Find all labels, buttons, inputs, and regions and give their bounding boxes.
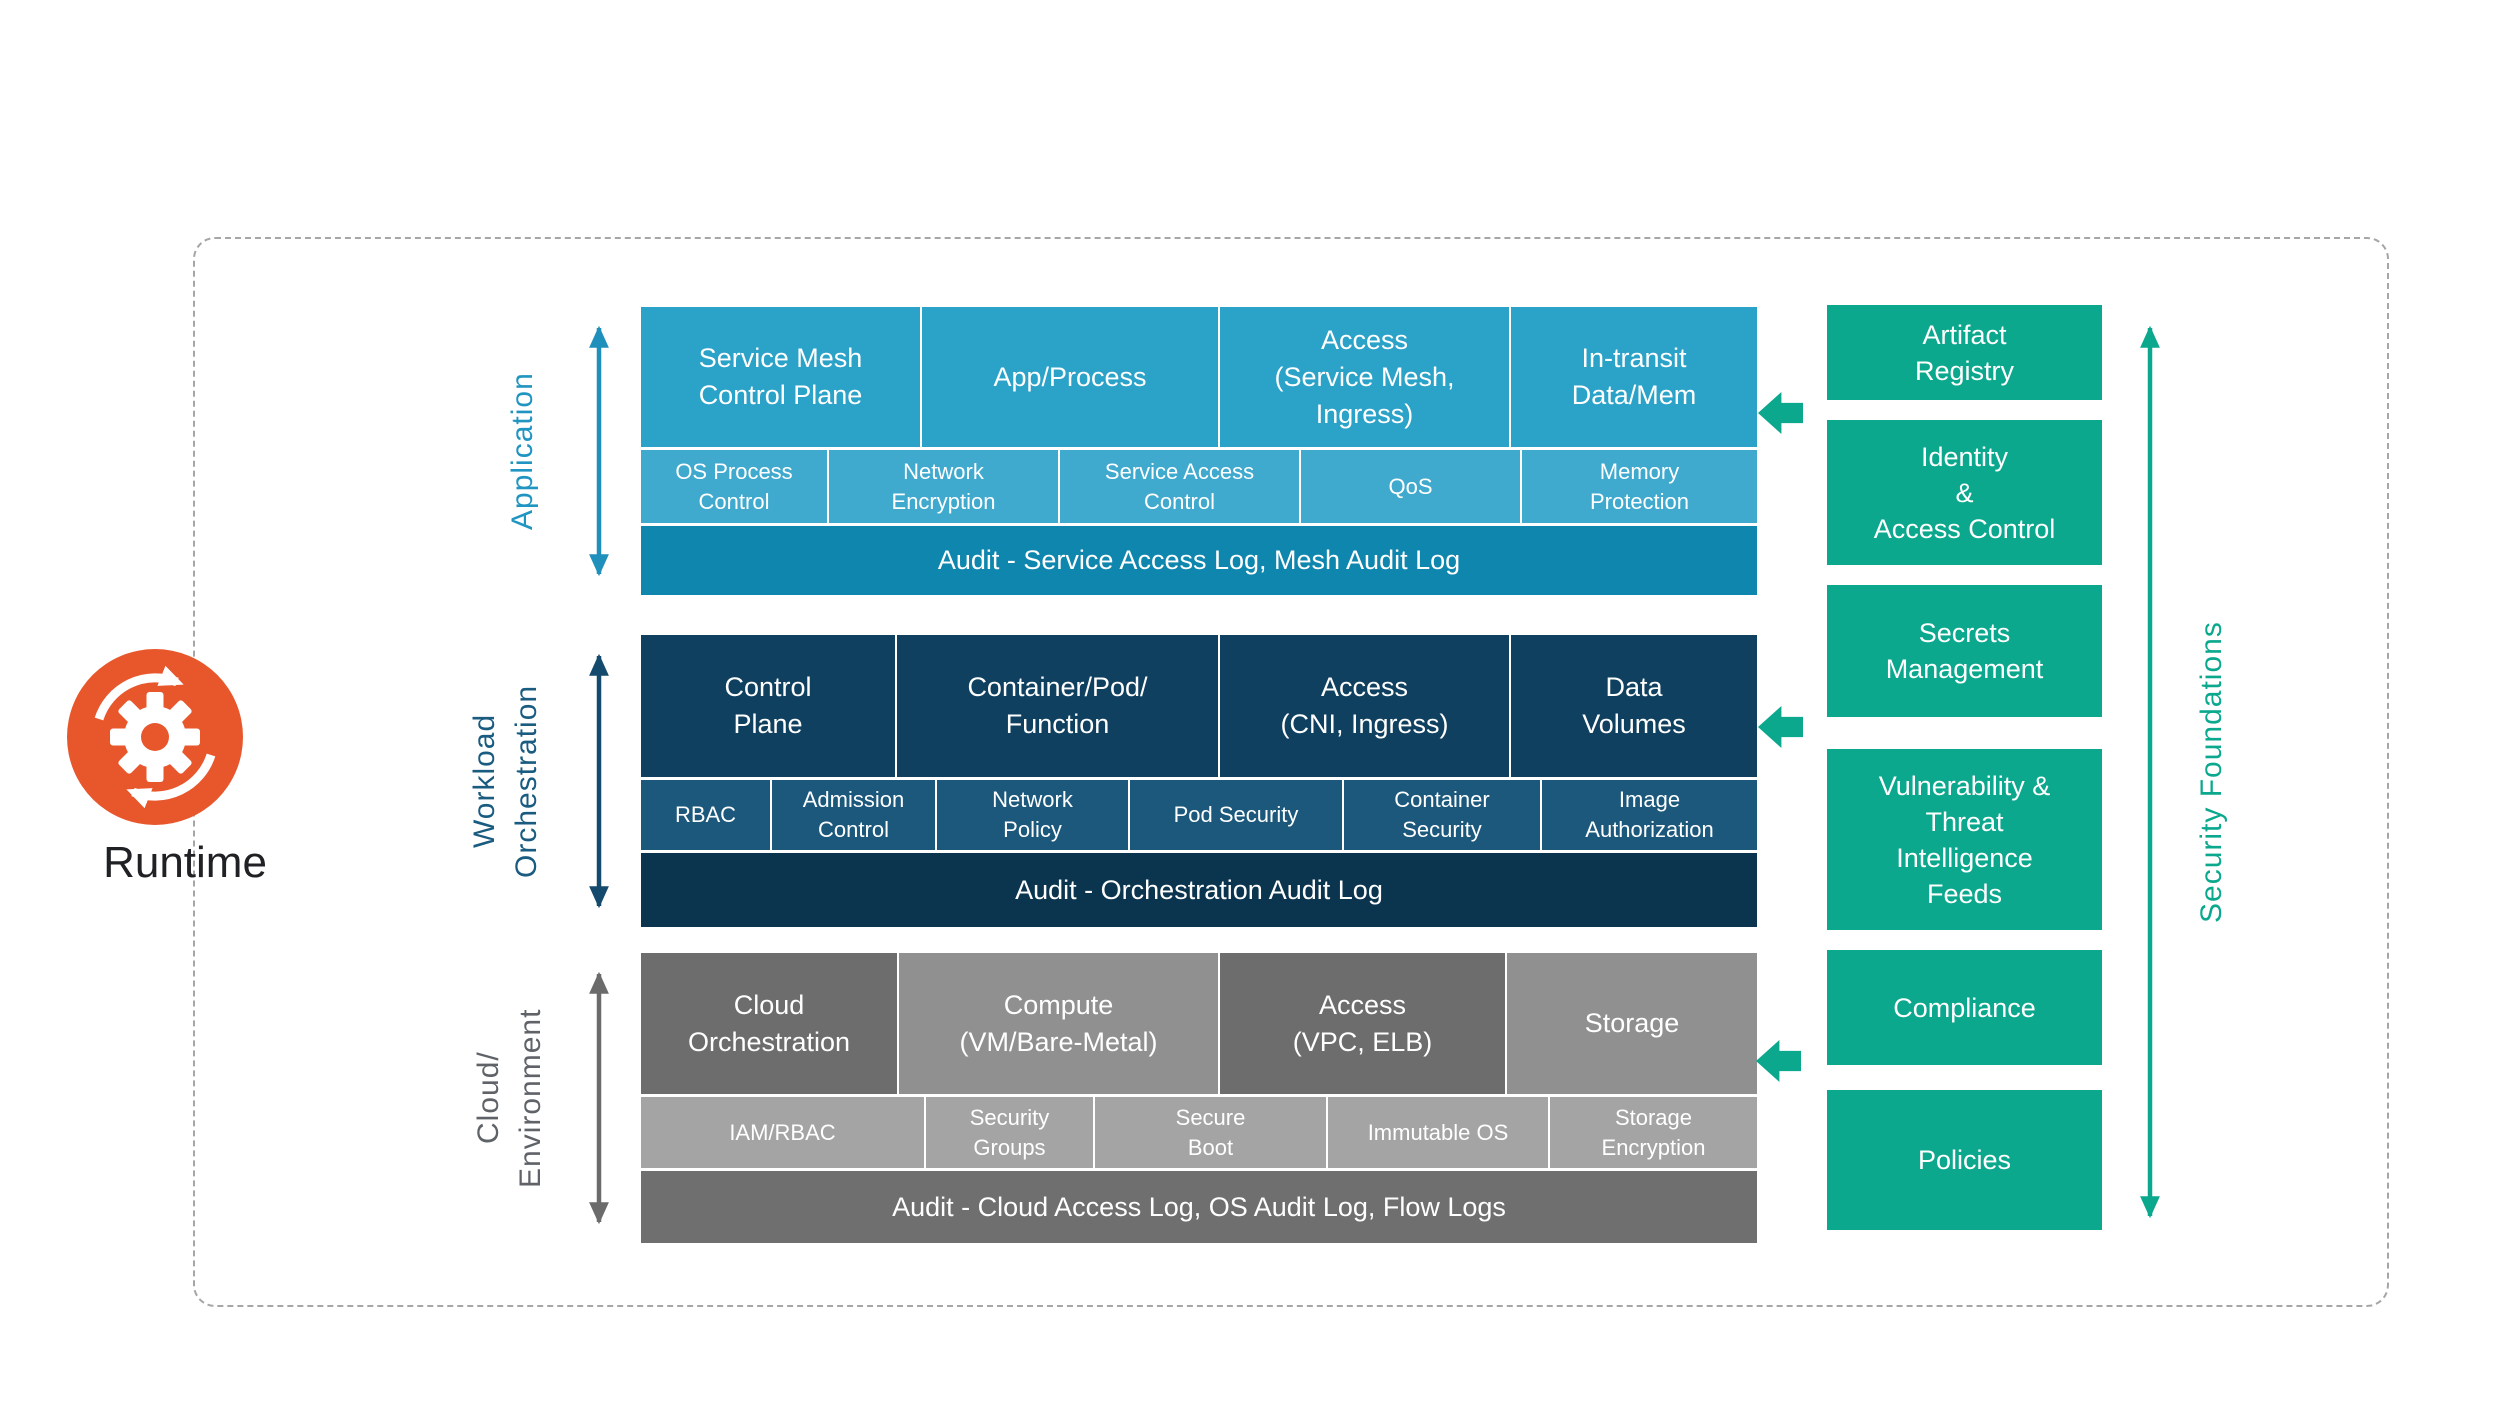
workload-control-cell: RBAC: [641, 780, 770, 850]
workload-control-cell: Pod Security: [1130, 780, 1342, 850]
application-extent-arrow: [589, 325, 609, 577]
application-primary-cell: Service Mesh Control Plane: [641, 307, 920, 447]
workload-primary-cell: Container/Pod/ Function: [897, 635, 1218, 777]
cloud-extent-arrow: [589, 971, 609, 1225]
foundation-box-policies: Policies: [1827, 1090, 2102, 1230]
application-control-cell: OS Process Control: [641, 450, 827, 523]
application-control-cell: Memory Protection: [1522, 450, 1757, 523]
runtime-icon: [60, 642, 310, 837]
application-primary-cell: In-transit Data/Mem: [1511, 307, 1757, 447]
sync-arrows-icon: [94, 665, 216, 809]
application-control-cell: QoS: [1301, 450, 1520, 523]
runtime-label: Runtime: [103, 838, 267, 887]
cloud-primary-cell: Cloud Orchestration: [641, 953, 897, 1094]
application-control-cell: Service Access Control: [1060, 450, 1299, 523]
cloud-control-cell: Security Groups: [926, 1097, 1093, 1168]
cloud-control-cell: Immutable OS: [1328, 1097, 1548, 1168]
workload-primary-cell: Control Plane: [641, 635, 895, 777]
workload-control-cell: Admission Control: [772, 780, 935, 850]
application-layer-label: Application: [506, 372, 539, 530]
workload-orchestration-layer-label: Workload Orchestration: [468, 684, 543, 878]
cloud-control-cell: Secure Boot: [1095, 1097, 1326, 1168]
foundation-box-secrets-management: Secrets Management: [1827, 585, 2102, 717]
application-control-cell: Network Encryption: [829, 450, 1058, 523]
workload-control-cell: Image Authorization: [1542, 780, 1757, 850]
workload-control-cell: Container Security: [1344, 780, 1540, 850]
cloud-primary-cell: Storage: [1507, 953, 1757, 1094]
security-foundations-extent-arrow: [2140, 325, 2160, 1219]
workload-primary-cell: Access (CNI, Ingress): [1220, 635, 1509, 777]
application-primary-cell: App/Process: [922, 307, 1218, 447]
foundation-box-identity-access-control: Identity & Access Control: [1827, 420, 2102, 565]
cloud-environment-layer-label: Cloud/ Environment: [472, 1008, 547, 1188]
cloud-audit-bar: Audit - Cloud Access Log, OS Audit Log, …: [641, 1171, 1757, 1243]
workload-primary-cell: Data Volumes: [1511, 635, 1757, 777]
security-foundations-label: Security Foundations: [2195, 621, 2228, 923]
workload-audit-bar: Audit - Orchestration Audit Log: [641, 853, 1757, 927]
cloud-control-cell: Storage Encryption: [1550, 1097, 1757, 1168]
workload-extent-arrow: [589, 653, 609, 909]
foundation-box-compliance: Compliance: [1827, 950, 2102, 1065]
foundation-box-vulnerability-threat-intelligence: Vulnerability & Threat Intelligence Feed…: [1827, 749, 2102, 930]
application-primary-cell: Access (Service Mesh, Ingress): [1220, 307, 1509, 447]
workload-control-cell: Network Policy: [937, 780, 1128, 850]
cloud-primary-cell: Access (VPC, ELB): [1220, 953, 1505, 1094]
application-audit-bar: Audit - Service Access Log, Mesh Audit L…: [641, 526, 1757, 595]
cloud-primary-cell: Compute (VM/Bare-Metal): [899, 953, 1218, 1094]
foundation-box-artifact-registry: Artifact Registry: [1827, 305, 2102, 400]
cloud-control-cell: IAM/RBAC: [641, 1097, 924, 1168]
